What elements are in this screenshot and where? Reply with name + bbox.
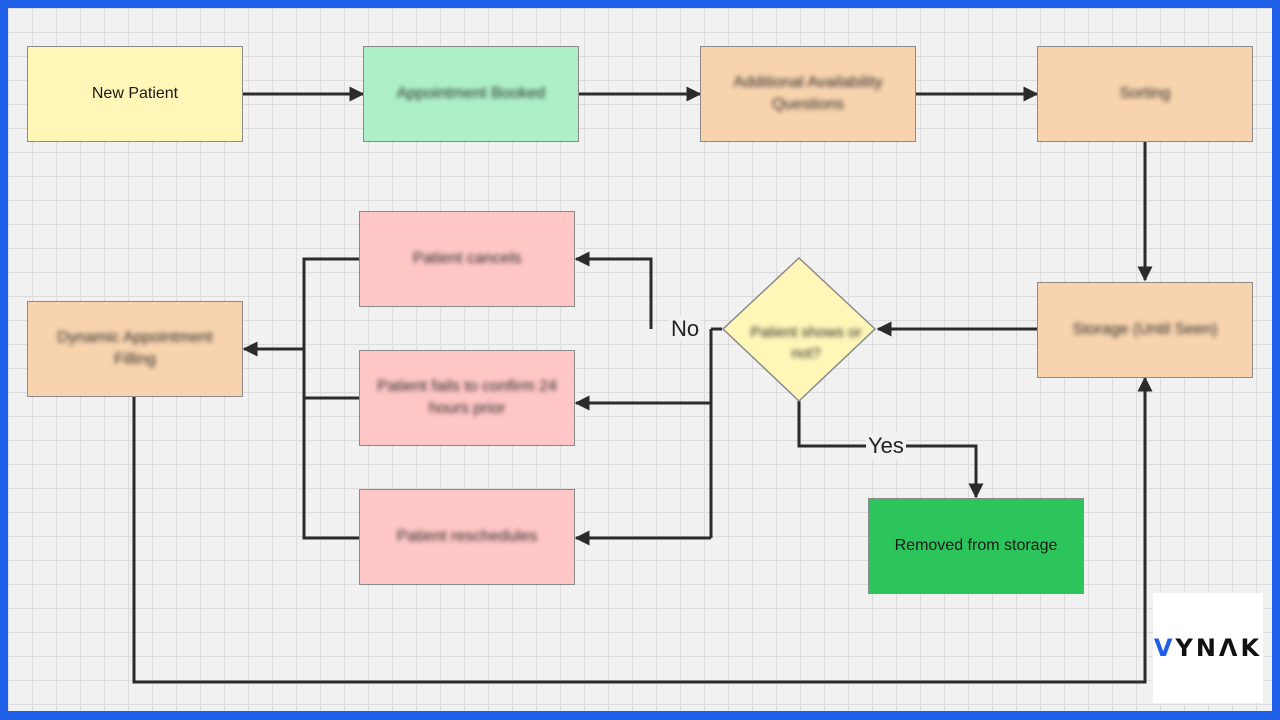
node-sorting[interactable]: Sorting xyxy=(1037,46,1253,142)
node-patient-cancels[interactable]: Patient cancels xyxy=(359,211,575,307)
edge-no-to-cancels xyxy=(574,251,653,329)
node-appointment-booked[interactable]: Appointment Booked xyxy=(363,46,579,142)
node-removed-label: Removed from storage xyxy=(894,537,1058,554)
node-patient-reschedules[interactable]: Patient reschedules xyxy=(359,489,575,585)
node-new-patient-label: New Patient xyxy=(91,85,179,102)
node-patient-reschedules-label: Patient reschedules xyxy=(396,528,538,545)
node-additional-questions[interactable]: Additional Availability Questions xyxy=(700,46,916,142)
node-patient-fails-confirm-label: Patient fails to confirm 24 hours prior xyxy=(377,378,557,417)
edge-dynamic-to-storage xyxy=(132,376,1153,684)
node-storage-label: Storage (Until Seen) xyxy=(1072,321,1218,338)
edge-label-yes: Yes xyxy=(866,433,906,459)
diagram-canvas: New Patient Appointment Booked Additiona… xyxy=(8,8,1272,711)
decision-diamond xyxy=(721,256,877,403)
node-sorting-label: Sorting xyxy=(1119,85,1171,102)
node-appointment-booked-label: Appointment Booked xyxy=(396,85,546,102)
edge-label-no: No xyxy=(669,316,702,342)
node-patient-cancels-label: Patient cancels xyxy=(412,250,522,267)
logo-letters-rest: YNΛK xyxy=(1175,634,1263,662)
node-dynamic-filling-label: Dynamic Appointment Filling xyxy=(57,329,213,368)
node-storage[interactable]: Storage (Until Seen) xyxy=(1037,282,1253,378)
node-dynamic-filling[interactable]: Dynamic Appointment Filling xyxy=(27,301,243,397)
node-decision-label[interactable]: Patient shows or not? xyxy=(750,324,862,362)
connector-layer xyxy=(132,86,1153,684)
node-patient-fails-confirm[interactable]: Patient fails to confirm 24 hours prior xyxy=(359,350,575,446)
node-new-patient[interactable]: New Patient xyxy=(27,46,243,142)
logo-letter-v: V xyxy=(1153,634,1176,662)
logo-text: VYNΛK xyxy=(1154,634,1262,662)
vynak-logo: VYNΛK xyxy=(1153,593,1263,703)
node-additional-questions-label: Additional Availability Questions xyxy=(733,74,883,113)
node-removed-from-storage[interactable]: Removed from storage xyxy=(868,498,1084,594)
